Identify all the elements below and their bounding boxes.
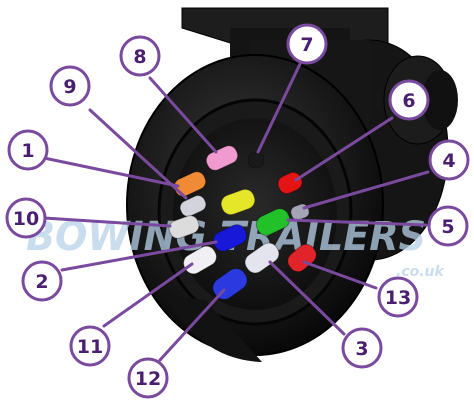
callout-2: 2 <box>21 260 63 302</box>
callout-label-3: 3 <box>355 338 368 360</box>
pin-3 <box>244 242 280 274</box>
callouts: 8 7 9 6 1 4 10 5 <box>5 23 470 399</box>
callout-6: 6 <box>388 79 430 121</box>
pin-1 <box>173 171 207 197</box>
callout-10: 10 <box>5 197 47 239</box>
pin-5 <box>255 208 291 236</box>
pin-7 <box>247 151 265 169</box>
callout-4: 4 <box>428 139 470 181</box>
callout-3: 3 <box>341 327 383 369</box>
leader-line-3 <box>268 260 346 336</box>
callout-13: 13 <box>377 276 419 318</box>
leader-line-11 <box>102 262 194 328</box>
leader-line-8 <box>148 76 218 154</box>
callout-label-9: 9 <box>63 76 76 98</box>
callout-8: 8 <box>119 35 161 77</box>
pin-2 <box>212 224 248 252</box>
callout-5: 5 <box>427 205 469 247</box>
callout-label-4: 4 <box>442 150 455 172</box>
leader-line-4 <box>302 170 430 210</box>
leader-line-6 <box>294 116 394 182</box>
callout-9: 9 <box>49 65 91 107</box>
leader-line-10 <box>42 216 172 228</box>
pin-9 <box>179 195 207 217</box>
leader-line-1 <box>42 156 180 188</box>
callout-11: 11 <box>69 325 111 367</box>
callout-1: 1 <box>7 129 49 171</box>
leader-line-5 <box>286 218 428 227</box>
callout-7: 7 <box>286 23 328 65</box>
leader-line-7 <box>256 62 302 154</box>
callout-label-13: 13 <box>385 287 411 309</box>
pin-10 <box>168 215 200 239</box>
leader-line-2 <box>60 240 218 272</box>
callout-label-8: 8 <box>133 46 146 68</box>
callout-label-6: 6 <box>402 90 415 112</box>
leader-lines <box>42 62 430 362</box>
leader-line-13 <box>302 260 378 290</box>
callout-label-11: 11 <box>77 336 103 358</box>
callout-12: 12 <box>127 357 169 399</box>
callout-label-12: 12 <box>135 368 161 390</box>
pin-14 <box>220 188 256 216</box>
watermark-domain: .co.uk <box>396 264 446 280</box>
leader-line-12 <box>158 288 226 362</box>
callout-label-5: 5 <box>441 216 454 238</box>
callout-label-10: 10 <box>13 208 39 230</box>
callout-label-7: 7 <box>300 34 313 56</box>
callout-label-2: 2 <box>35 271 48 293</box>
callout-label-1: 1 <box>21 140 34 162</box>
